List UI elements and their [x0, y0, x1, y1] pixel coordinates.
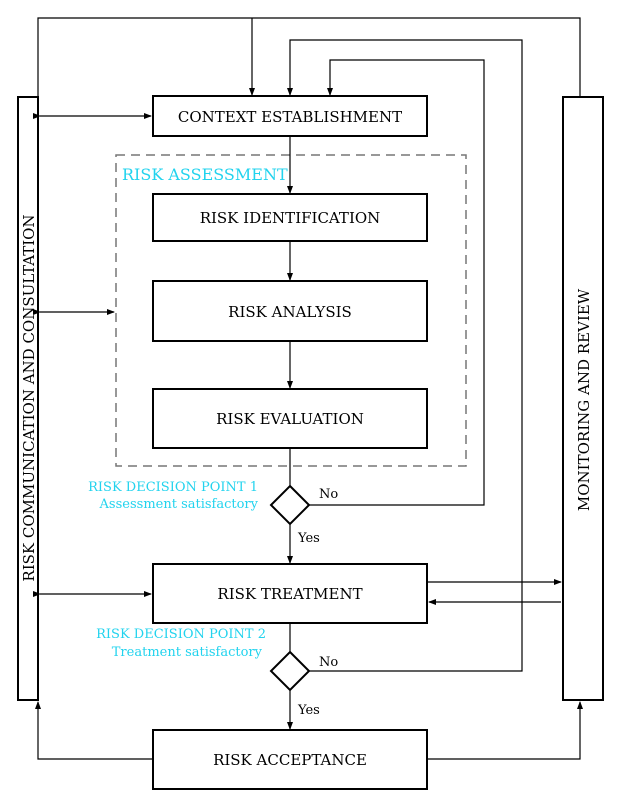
decision-point-2-diamond [269, 650, 311, 692]
context-establishment-box [152, 95, 428, 137]
decision-point-2-yes-label: Yes [297, 703, 320, 718]
monitoring-label: MONITORING AND REVIEW [575, 288, 593, 511]
context-establishment-label: CONTEXT ESTABLISHMENT [178, 108, 402, 126]
decision-point-1-title: RISK DECISION POINT 1 [88, 480, 258, 495]
arrow-acceptance-to-monitoring [427, 701, 583, 760]
risk-assessment-label: RISK ASSESSMENT [122, 165, 288, 184]
risk-evaluation-label: RISK EVALUATION [216, 410, 364, 428]
loop-decision-2-no [287, 39, 523, 672]
risk-identification-box [152, 193, 428, 242]
risk-identification-label: RISK IDENTIFICATION [200, 209, 381, 227]
decision-point-2-subtitle: Treatment satisfactory [112, 645, 263, 660]
risk-acceptance-label: RISK ACCEPTANCE [213, 751, 367, 769]
arrow-acceptance-to-communication [35, 701, 153, 760]
risk-analysis-label: RISK ANALYSIS [228, 303, 352, 321]
risk-treatment-label: RISK TREATMENT [217, 585, 362, 603]
decision-point-1-yes-label: Yes [297, 531, 320, 546]
communication-label: RISK COMMUNICATION AND CONSULTATION [20, 214, 38, 581]
loop-decision-1-no [309, 59, 485, 506]
decision-point-1-diamond [269, 484, 311, 526]
decision-point-1-subtitle: Assessment satisfactory [99, 497, 259, 512]
communication-bar [17, 96, 39, 701]
loop-communication-to-context [37, 17, 581, 97]
monitoring-bar [562, 96, 604, 701]
decision-point-1-no-label: No [319, 487, 338, 502]
decision-point-2-title: RISK DECISION POINT 2 [96, 627, 266, 642]
decision-point-2-no-label: No [319, 655, 338, 670]
